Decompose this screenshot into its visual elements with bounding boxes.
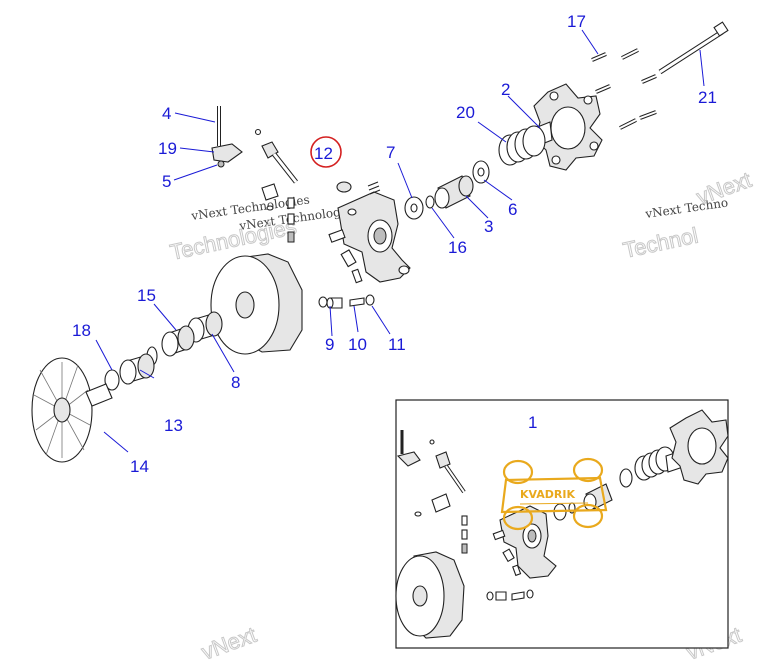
leader-lines bbox=[95, 29, 705, 453]
logo-text: KVADRIK bbox=[520, 488, 575, 501]
callout-14: 14 bbox=[130, 457, 149, 476]
inset-assembly: 1 bbox=[395, 399, 729, 649]
callout-17: 17 bbox=[567, 12, 586, 31]
callout-21: 21 bbox=[698, 88, 717, 107]
part-roller-pin bbox=[254, 128, 298, 184]
part-21-bolt bbox=[658, 21, 729, 75]
callout-10: 10 bbox=[348, 335, 367, 354]
callout-5: 5 bbox=[162, 172, 171, 191]
exploded-view bbox=[31, 21, 729, 463]
callout-6: 6 bbox=[508, 200, 517, 219]
callout-16: 16 bbox=[448, 238, 467, 257]
callout-7: 7 bbox=[386, 143, 395, 162]
callout-12: 12 bbox=[314, 144, 333, 163]
callout-11: 11 bbox=[388, 335, 406, 354]
part-15-bushing bbox=[161, 325, 195, 357]
part-2-spider bbox=[529, 83, 603, 171]
part-sheave bbox=[210, 253, 303, 355]
rollers bbox=[328, 229, 363, 284]
callout-15: 15 bbox=[137, 286, 156, 305]
callout-19: 19 bbox=[158, 139, 177, 158]
callout-1: 1 bbox=[528, 413, 537, 432]
callout-4: 4 bbox=[162, 104, 171, 123]
part-17-bolts bbox=[591, 48, 657, 130]
callout-2: 2 bbox=[501, 80, 510, 99]
part-13-bushing bbox=[119, 346, 158, 385]
callout-12-highlight-circle bbox=[310, 136, 342, 168]
kvadrik-logo: KVADRIK bbox=[500, 457, 608, 531]
part-4-19-5-arm bbox=[211, 106, 243, 168]
watermark-bottom-left: vNext bbox=[198, 622, 259, 660]
small-parts bbox=[261, 183, 295, 243]
part-center-hub bbox=[337, 191, 411, 283]
callout-3: 3 bbox=[484, 217, 493, 236]
inset-parts bbox=[395, 409, 729, 639]
callout-8: 8 bbox=[231, 373, 240, 392]
callout-13: 13 bbox=[164, 416, 183, 435]
part-20-spring bbox=[498, 125, 546, 166]
part-3-bushing bbox=[434, 175, 474, 209]
callouts: 4 19 5 15 18 13 14 8 9 10 11 12 7 16 3 6… bbox=[72, 12, 717, 476]
callout-9: 9 bbox=[325, 335, 334, 354]
part-16-washer bbox=[425, 195, 435, 209]
callout-20: 20 bbox=[456, 103, 475, 122]
part-12-cap bbox=[336, 181, 352, 193]
callout-18: 18 bbox=[72, 321, 91, 340]
watermark-big-right: Technol bbox=[621, 223, 700, 263]
part-9-10-11-pin bbox=[318, 294, 375, 309]
watermark-big-left: Technologies bbox=[168, 214, 299, 265]
part-14-fixed-sheave bbox=[31, 357, 113, 463]
